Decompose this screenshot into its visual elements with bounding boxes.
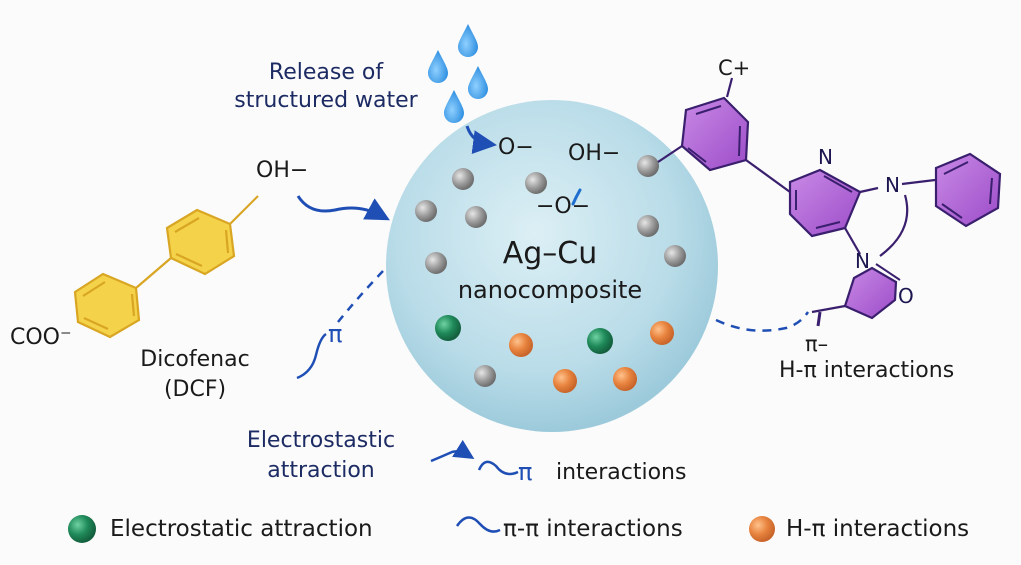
grey-particle <box>637 215 659 237</box>
grey-particle <box>474 365 496 387</box>
water-release-line1: Release of <box>268 60 384 85</box>
grey-particles <box>415 155 686 387</box>
orange-particle <box>553 369 577 393</box>
orange-particle <box>509 333 533 357</box>
grey-particle <box>425 252 447 274</box>
surface-bond <box>571 188 582 206</box>
dye-molecule <box>657 77 1002 327</box>
drug-name: Dicofenac <box>140 347 250 372</box>
surface-o-label: O− <box>498 135 534 160</box>
pi-interactions-label: interactions <box>556 460 687 485</box>
drug-coo-label: COO⁻ <box>10 325 72 350</box>
legend-wave-marker <box>455 516 501 533</box>
n-label-3: N <box>855 249 870 273</box>
pi-symbol-label: π <box>518 458 533 486</box>
drug-name-label: Dicofenac (DCF) <box>120 349 270 401</box>
water-arrow <box>465 125 497 155</box>
grey-particle <box>664 245 686 267</box>
pi-dashed-link-left <box>337 269 385 323</box>
electrostatic-label: Electrostastic attraction <box>226 430 416 482</box>
surface-oh-label: OH− <box>568 141 621 166</box>
grey-particle <box>637 155 659 177</box>
drug-oh-label: OH− <box>256 158 309 183</box>
green-particle <box>435 315 461 341</box>
pi-wave <box>477 460 519 476</box>
grey-particle <box>415 200 437 222</box>
dcf-molecule <box>73 195 259 339</box>
nanocomposite-subtitle: nanocomposite <box>457 276 643 304</box>
drug-abbrev: (DCF) <box>163 377 227 402</box>
orange-particle <box>613 367 637 391</box>
legend-orange-marker <box>749 516 775 542</box>
legend-electrostatic-label: Electrostatic attraction <box>110 516 373 542</box>
legend-pi-pi-label: π-π interactions <box>503 516 683 542</box>
legend-h-pi-label: H-π interactions <box>786 516 970 542</box>
green-particle <box>587 328 613 354</box>
electrostatic-line2: attraction <box>267 458 375 483</box>
electrostatic-arrow <box>430 439 475 463</box>
orange-particles <box>509 321 674 393</box>
oh-arrow <box>296 195 390 221</box>
surface-o-bridge-label: −O− <box>536 194 591 219</box>
water-droplets-icon <box>428 24 488 123</box>
n-label-1: N <box>818 145 833 169</box>
o-label: O <box>898 284 914 308</box>
n-label-2: N <box>885 173 900 197</box>
h-pi-label: H-π interactions <box>779 358 955 383</box>
green-particles <box>435 315 613 354</box>
water-release-line2: structured water <box>234 88 418 113</box>
grey-particle <box>452 168 474 190</box>
nanocomposite-name: Ag–Cu <box>502 236 598 271</box>
legend-green-marker <box>68 515 96 543</box>
orange-particle <box>650 321 674 345</box>
pi-left-label: π <box>328 320 343 348</box>
cation-label: C+ <box>718 56 751 80</box>
pi-right-label: π– <box>805 332 829 356</box>
grey-particle <box>465 206 487 228</box>
pi-curve-left <box>296 332 327 380</box>
h-pi-dashed-link <box>715 311 810 332</box>
water-release-label: Release of structured water <box>214 62 438 112</box>
grey-particle <box>525 172 547 194</box>
electrostatic-line1: Electrostastic <box>246 428 396 453</box>
